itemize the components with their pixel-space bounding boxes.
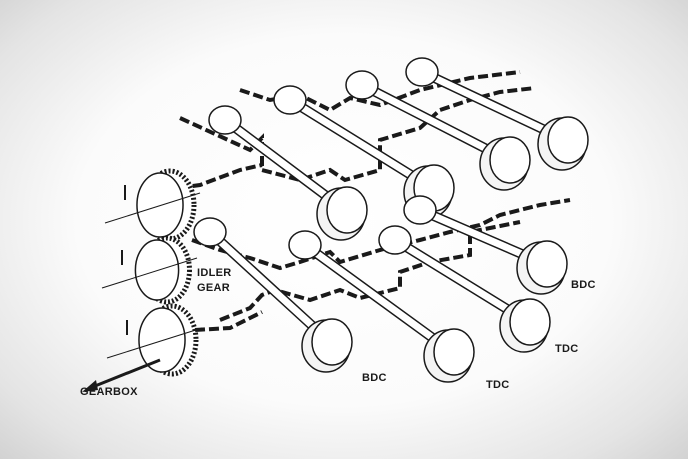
crank-journal bbox=[208, 105, 242, 135]
crank-journal bbox=[405, 57, 439, 87]
gear bbox=[106, 303, 203, 377]
gearbox-label: GEARBOX bbox=[80, 386, 138, 398]
piston-crown bbox=[326, 186, 368, 234]
piston-assembly bbox=[405, 57, 589, 171]
crankshaft-segment bbox=[194, 310, 263, 332]
piston-crown bbox=[433, 328, 475, 376]
gear-axle bbox=[101, 257, 198, 289]
gear-train bbox=[82, 168, 203, 392]
gear-axle bbox=[106, 327, 203, 359]
piston-assembly bbox=[345, 70, 531, 191]
crank-journal bbox=[193, 217, 227, 247]
piston-crown bbox=[547, 116, 589, 164]
gear-axle bbox=[104, 192, 201, 224]
piston-assembly bbox=[378, 225, 551, 353]
crank-journal bbox=[273, 85, 307, 115]
piston-assembly bbox=[288, 230, 475, 383]
gear bbox=[101, 235, 198, 305]
piston-crown bbox=[489, 136, 531, 184]
idler-gear-label-2: GEAR bbox=[197, 282, 230, 294]
connecting-rod-fill bbox=[358, 81, 512, 164]
bdc-label-right: BDC bbox=[571, 279, 596, 291]
crankshaft-segment bbox=[191, 198, 571, 271]
piston-crown bbox=[311, 318, 353, 366]
crankshaft-segment bbox=[219, 220, 521, 322]
tdc-label-front: TDC bbox=[486, 379, 510, 391]
tdc-label-right: TDC bbox=[555, 343, 579, 355]
crank-journal bbox=[345, 70, 379, 100]
connecting-rod-fill bbox=[286, 96, 436, 192]
gear-face bbox=[136, 172, 184, 238]
pistons bbox=[193, 57, 589, 383]
crank-journal bbox=[378, 225, 412, 255]
gearbox-arrow-icon bbox=[82, 380, 98, 392]
piston-crown bbox=[509, 298, 551, 346]
bdc-label-front: BDC bbox=[362, 372, 387, 384]
labels: IDLER GEAR GEARBOX BDC TDC TDC BDC bbox=[80, 267, 596, 398]
idler-gear-label-1: IDLER bbox=[197, 267, 232, 279]
gearbox-shaft bbox=[89, 358, 161, 390]
piston-assembly bbox=[193, 217, 353, 373]
gear bbox=[104, 168, 201, 242]
piston-assembly bbox=[403, 195, 568, 295]
gear-face bbox=[138, 307, 186, 373]
gear-face bbox=[134, 239, 180, 301]
connecting-rod-fill bbox=[206, 228, 334, 346]
connecting-rod-fill bbox=[301, 241, 456, 356]
crank-journal bbox=[288, 230, 322, 260]
piston-assembly bbox=[208, 105, 368, 241]
piston-crown bbox=[526, 240, 568, 288]
crank-journal bbox=[403, 195, 437, 225]
